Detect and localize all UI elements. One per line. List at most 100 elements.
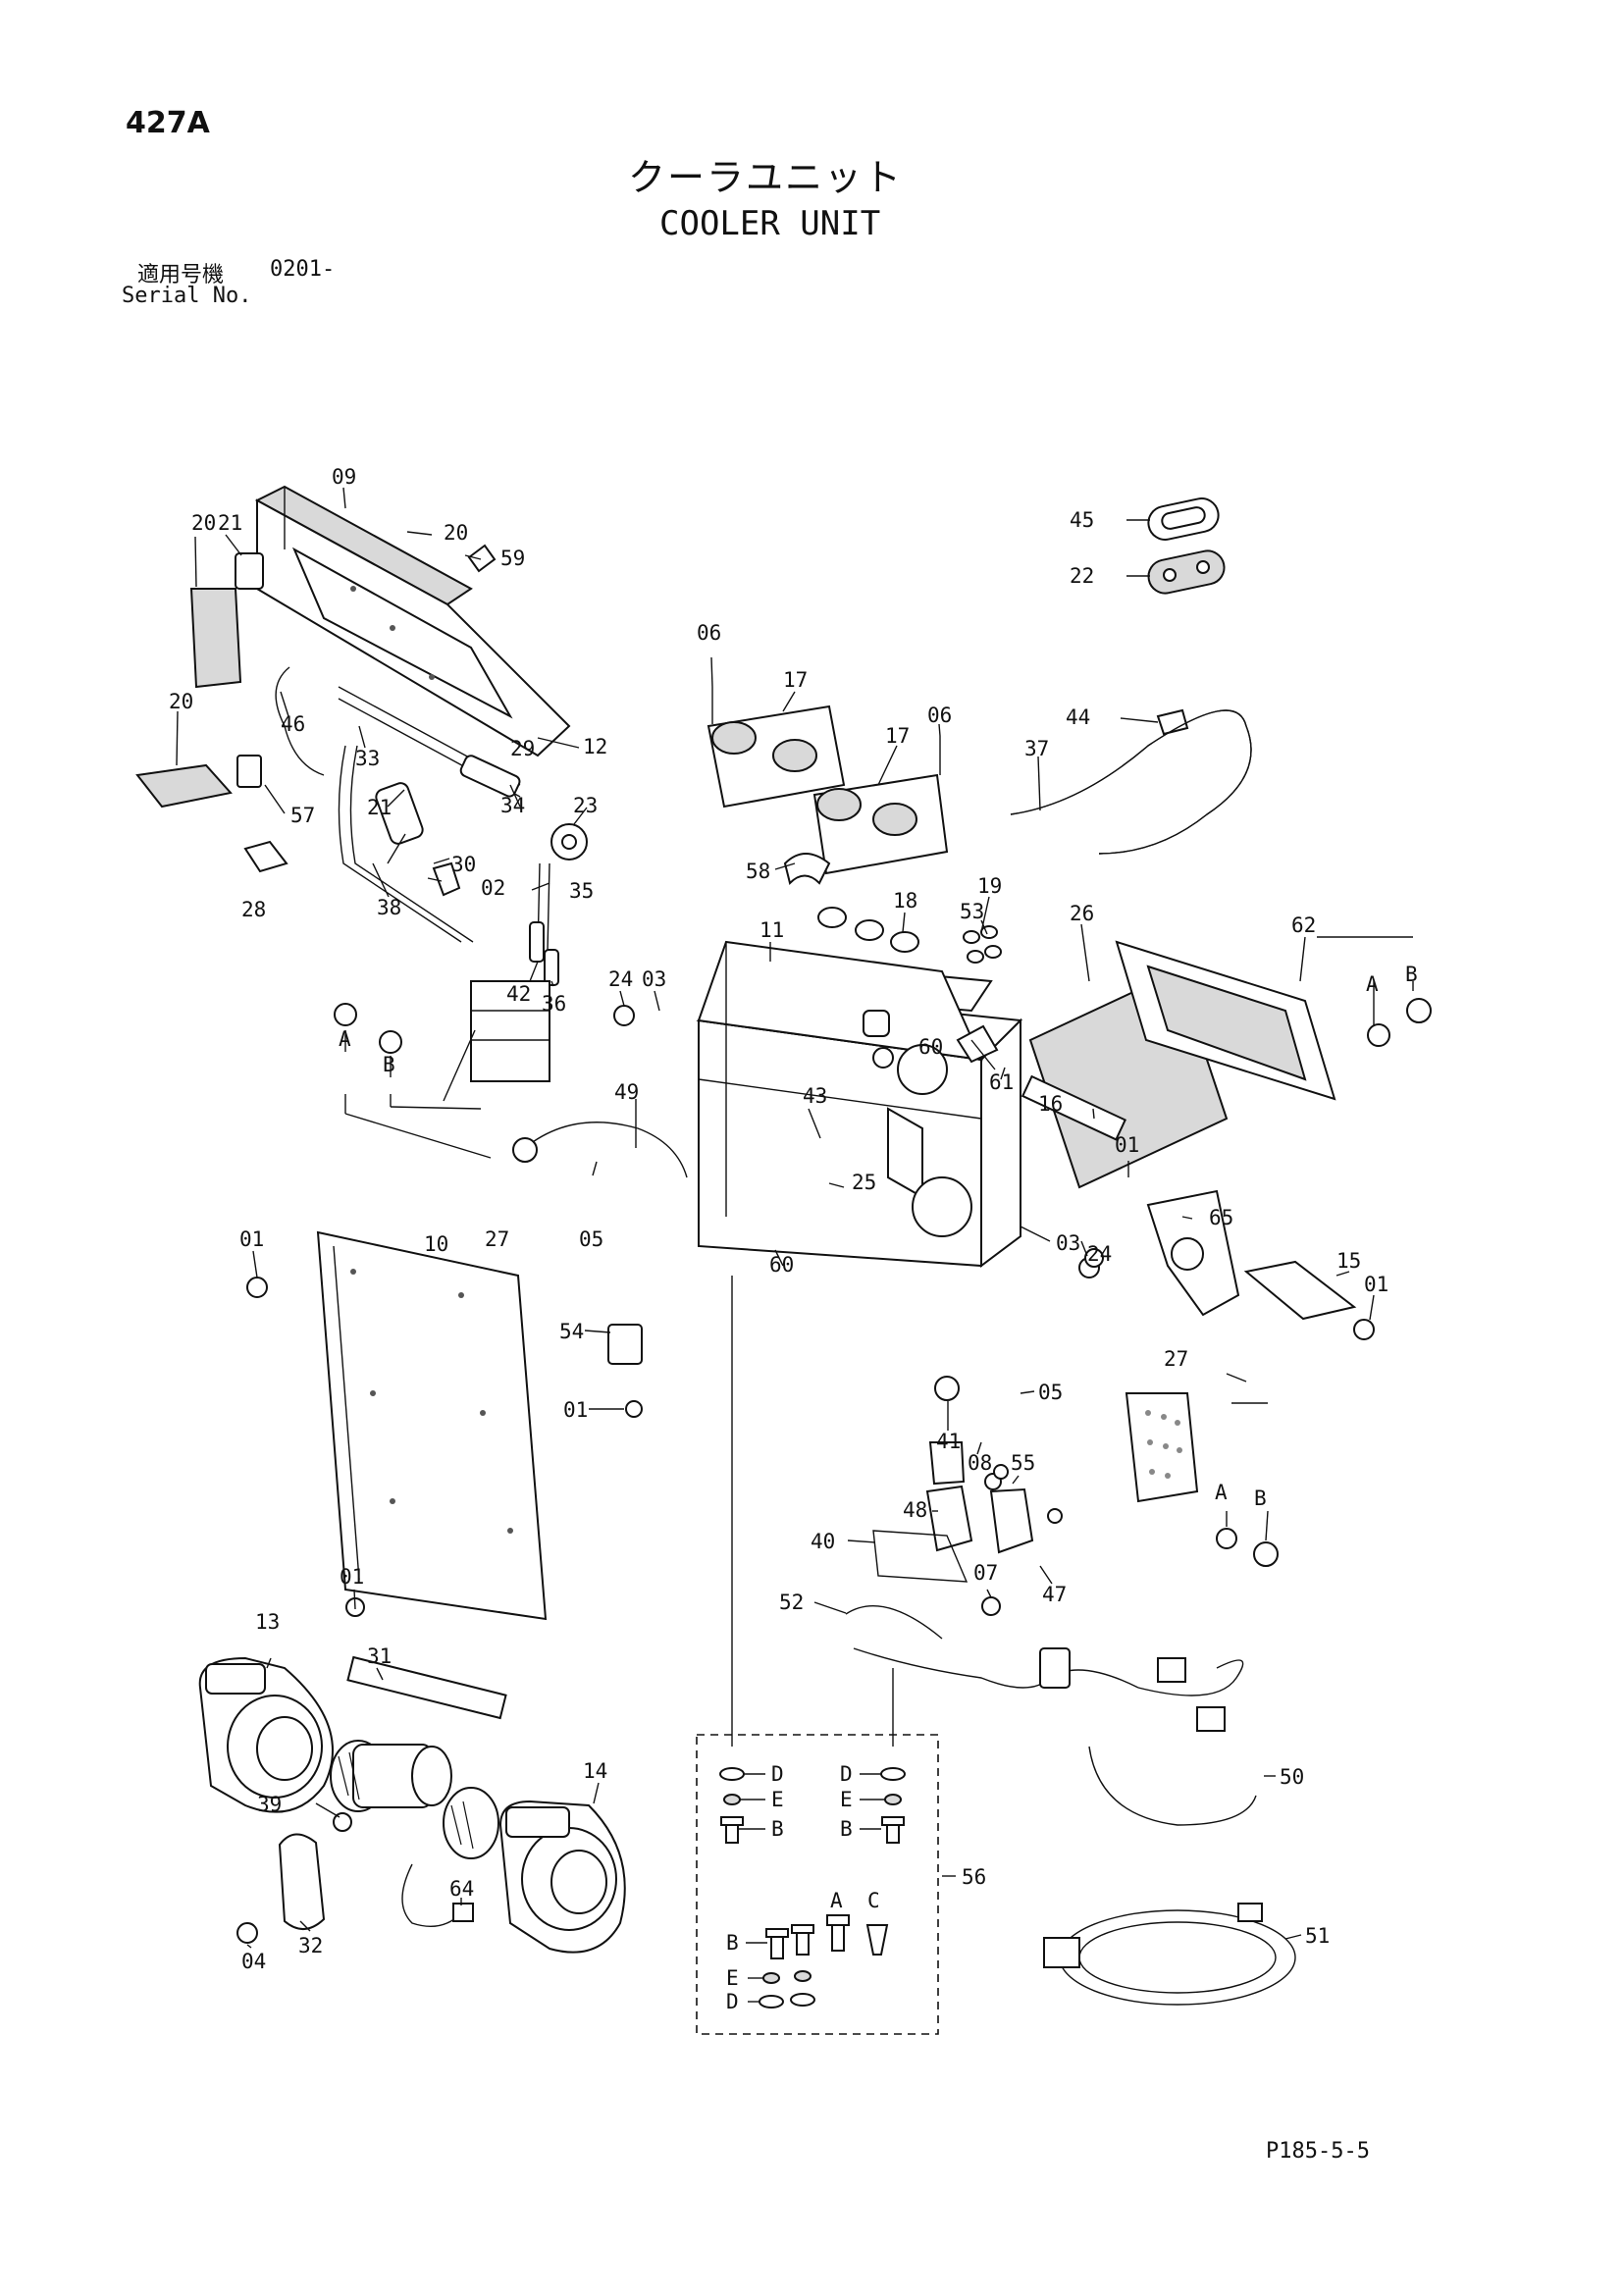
part-label: 46 (281, 712, 305, 736)
part-labels: 09 20 21 20 59 20 46 33 29 12 57 21 34 2… (169, 465, 1418, 2013)
side-screen-part (334, 980, 1279, 1567)
blower-housing-right-part (498, 1800, 626, 1954)
part-label: D (840, 1762, 853, 1786)
part-label: 01 (340, 1565, 364, 1589)
part-label: 21 (367, 796, 392, 819)
part-label: 09 (332, 465, 356, 489)
part-label: 41 (936, 1430, 961, 1453)
part-label: B (840, 1817, 853, 1841)
part-label: 39 (257, 1793, 282, 1816)
part-label: 11 (759, 918, 784, 942)
evaporator-filter-part (135, 552, 264, 809)
part-label: 54 (559, 1320, 584, 1343)
part-label: 03 (1056, 1231, 1080, 1255)
leader-lines (176, 487, 1414, 2003)
part-label: 38 (377, 896, 401, 919)
part-label: 21 (218, 511, 242, 535)
part-label: 47 (1042, 1583, 1067, 1606)
drain-hose-part (1010, 709, 1252, 855)
grommets-part (613, 853, 1100, 1278)
part-label: 20 (444, 521, 468, 545)
evaporator-case-part (254, 485, 571, 757)
main-housing-part (696, 940, 1023, 1268)
part-label: 17 (885, 724, 910, 748)
part-label: 64 (449, 1877, 474, 1901)
part-label: 28 (241, 898, 266, 921)
part-label: E (840, 1788, 853, 1811)
part-label: 44 (1066, 705, 1090, 729)
part-label: 16 (1038, 1092, 1063, 1116)
part-label: 24 (608, 967, 633, 991)
part-label: 02 (481, 876, 505, 900)
part-label: 25 (852, 1171, 876, 1194)
part-label: 52 (779, 1591, 804, 1614)
part-label: D (726, 1990, 739, 2013)
part-label: 03 (642, 967, 666, 991)
part-label: D (771, 1762, 784, 1786)
part-label: 12 (583, 735, 607, 758)
part-label: 50 (1280, 1765, 1304, 1789)
part-label: 14 (583, 1759, 607, 1783)
refrigerant-pipes-part (243, 544, 588, 986)
part-label: 58 (746, 860, 770, 883)
part-label: 05 (1038, 1381, 1063, 1404)
part-label: 01 (1115, 1133, 1139, 1157)
blower-motor-part (330, 1655, 507, 1927)
page-number: 427A (126, 106, 210, 140)
blower-housing-left-part (198, 1656, 334, 1813)
part-label: 40 (811, 1530, 835, 1553)
part-label: A (1366, 972, 1379, 996)
part-label: 06 (927, 704, 952, 727)
part-label: 42 (506, 982, 531, 1006)
part-label: B (726, 1931, 739, 1955)
part-label: E (726, 1966, 739, 1990)
part-label: 26 (1070, 902, 1094, 925)
air-filter-part (1021, 940, 1432, 1189)
part-label: 59 (500, 547, 525, 570)
part-label: 15 (1336, 1249, 1361, 1273)
part-label: E (771, 1788, 784, 1811)
mounting-brackets-part (1084, 1189, 1375, 1340)
part-label: 20 (169, 690, 193, 713)
serial-label-english: Serial No. (122, 284, 252, 308)
part-label: 22 (1070, 564, 1094, 588)
part-label: 06 (697, 621, 721, 645)
part-label: 27 (485, 1227, 509, 1251)
part-label: 18 (893, 889, 917, 913)
part-label: C (867, 1889, 880, 1912)
part-label: 10 (424, 1232, 448, 1256)
part-label: 36 (542, 992, 566, 1016)
part-label: 23 (573, 794, 598, 817)
part-label: 20 (191, 511, 216, 535)
part-label: 01 (1364, 1273, 1388, 1296)
part-label: 65 (1209, 1206, 1233, 1229)
page-title-japanese: クーラユニット (628, 156, 904, 199)
part-label: 27 (1164, 1347, 1188, 1371)
part-label: 51 (1305, 1924, 1330, 1948)
part-label: B (383, 1053, 395, 1076)
main-wire-harness-part (1043, 1903, 1296, 2006)
part-label: 34 (500, 794, 525, 817)
part-label: 33 (355, 747, 380, 770)
cover-panel-part (246, 1230, 548, 1621)
part-label: 61 (989, 1070, 1014, 1094)
part-label: 55 (1011, 1451, 1035, 1475)
part-label: 32 (298, 1934, 323, 1957)
part-label: 60 (769, 1253, 794, 1277)
part-label: 13 (255, 1610, 280, 1634)
part-label: 43 (803, 1084, 827, 1108)
part-label: 57 (290, 804, 315, 827)
part-label: A (339, 1027, 351, 1051)
part-label: 30 (451, 853, 476, 876)
part-label: 56 (962, 1865, 986, 1889)
part-label: 53 (960, 900, 984, 923)
part-label: 01 (563, 1398, 588, 1422)
page-code: P185-5-5 (1266, 2139, 1370, 2164)
part-label: 05 (579, 1227, 603, 1251)
part-label: 04 (241, 1950, 266, 1973)
part-label: 17 (783, 668, 808, 692)
serial-number-range: 0201- (270, 257, 336, 282)
part-label: 45 (1070, 508, 1094, 532)
part-label: 31 (367, 1644, 392, 1668)
